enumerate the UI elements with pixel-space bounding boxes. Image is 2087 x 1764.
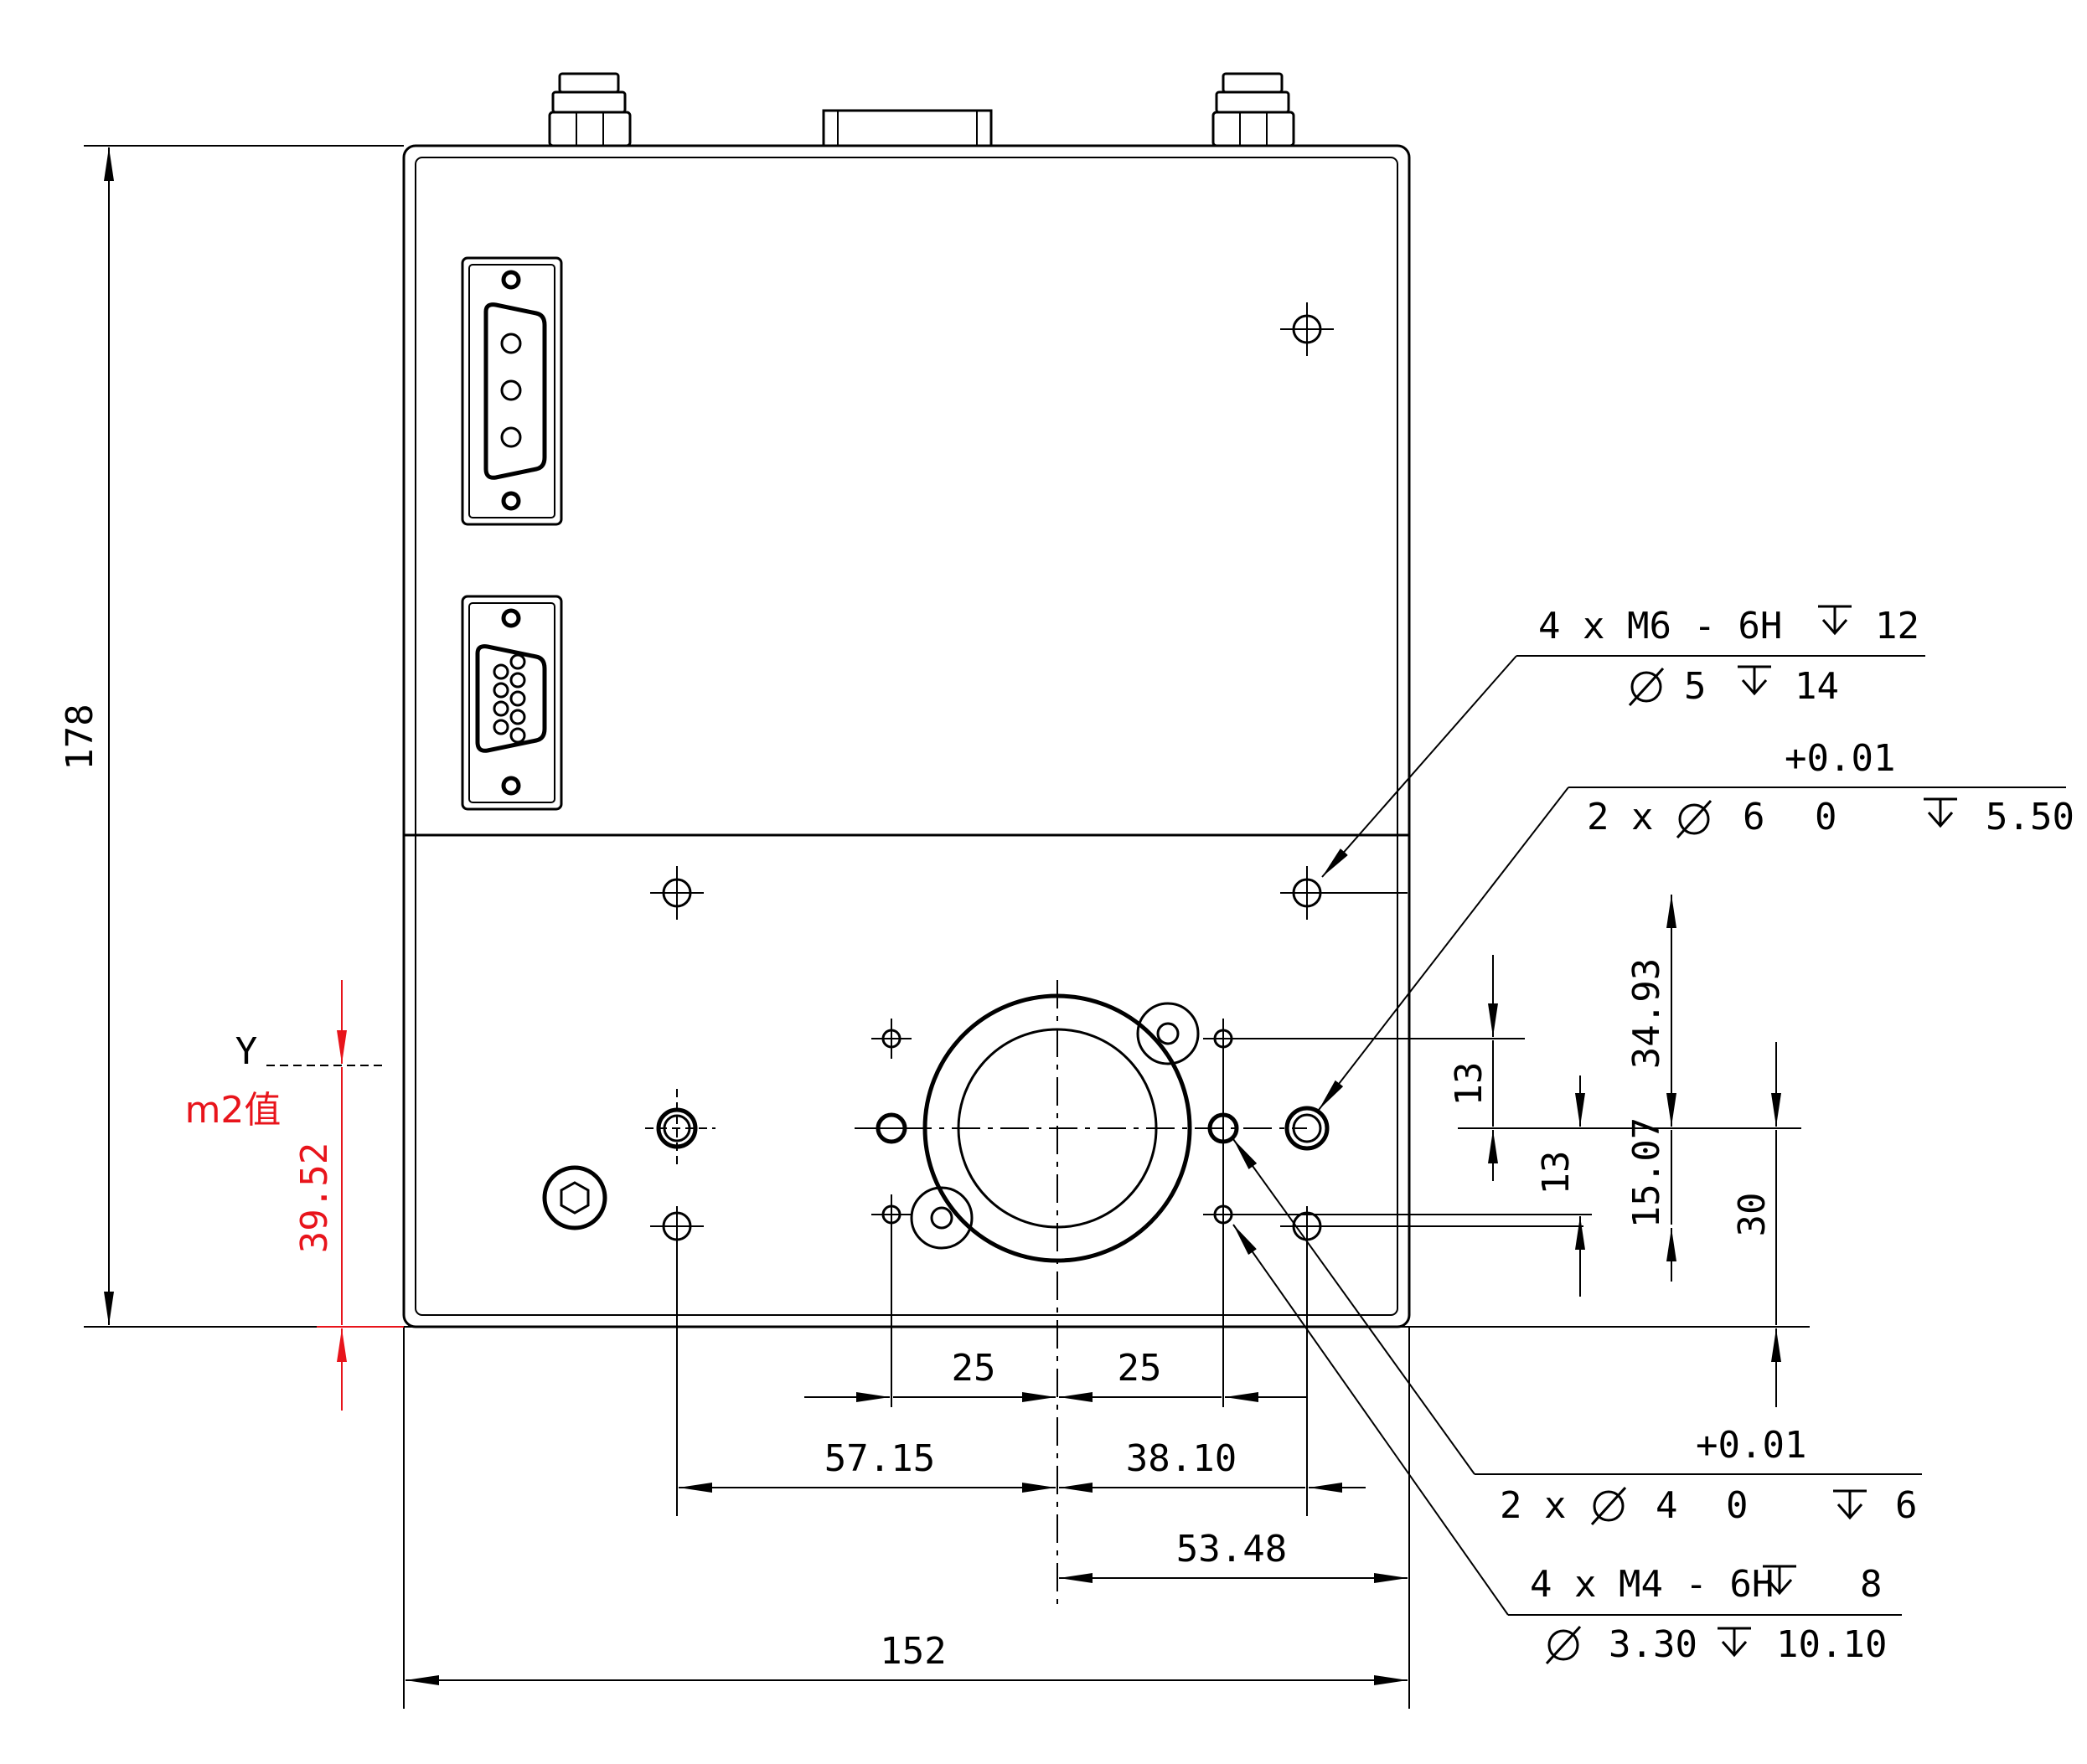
dim-label-13-upper: 13 — [1448, 1062, 1490, 1106]
dim-label-57-15: 57.15 — [824, 1437, 935, 1480]
dim-label-53-48: 53.48 — [1176, 1528, 1287, 1571]
dim-53-48: 53.48 — [1059, 1528, 1408, 1583]
diameter-symbol — [1628, 667, 1665, 707]
callout-d4-tolerance: +0.01 — [1696, 1424, 1806, 1467]
callout-m4-depth1: 8 — [1860, 1563, 1883, 1606]
dim-label-13-lower: 13 — [1535, 1151, 1578, 1195]
diameter-symbol — [1545, 1625, 1582, 1665]
callout-d4-tol-low: 0 — [1726, 1484, 1749, 1527]
dim-30: 30 — [1731, 1042, 1781, 1407]
top-connector — [822, 109, 993, 147]
dim-13-upper: 13 — [1448, 955, 1498, 1181]
dim-label-25-right: 25 — [1118, 1347, 1162, 1390]
hole-mid-right — [1280, 866, 1408, 920]
dim-label-38-10: 38.10 — [1126, 1437, 1237, 1480]
callout-m6: 4 x M6 - 6H 12 5 14 — [1321, 605, 1925, 878]
dim-13-lower: 13 — [1223, 1075, 1592, 1297]
callout-d6-depth: 5.50 — [1986, 796, 2074, 838]
callout-d4-depth: 6 — [1895, 1484, 1918, 1527]
callout-d6-tolerance: +0.01 — [1785, 737, 1895, 780]
callout-d6-tol-low: 0 — [1815, 796, 1837, 838]
dim-y-39-52: Y m2值 39.52 — [185, 980, 404, 1411]
dim-label-30: 30 — [1731, 1193, 1774, 1237]
dim-width-152: 152 — [403, 1327, 1410, 1709]
dim-34-93: 34.93 — [1458, 895, 1801, 1129]
dim-label-34-93: 34.93 — [1625, 958, 1668, 1069]
db-connector-upper — [461, 256, 563, 526]
callout-m6-depth1: 12 — [1875, 605, 1919, 647]
hole-mid-left — [650, 866, 704, 920]
diameter-symbol — [1676, 799, 1712, 839]
dim-57-15-38-10: 57.15 38.10 — [679, 1437, 1366, 1493]
central-port — [855, 980, 1307, 1608]
hole-left-thick — [645, 1089, 715, 1168]
small-holes — [863, 1019, 1525, 1407]
dim-label-25-left: 25 — [952, 1347, 996, 1390]
hole-lower-right — [1280, 1206, 1583, 1516]
callout-m6-dia: 5 — [1684, 665, 1707, 708]
hole-lower-left — [650, 1206, 704, 1516]
db-connector-lower — [461, 595, 563, 811]
dim-label-39-52: 39.52 — [293, 1142, 336, 1253]
top-fitting-left — [548, 72, 632, 147]
callout-m4-line1: 4 x M4 - 6H — [1530, 1563, 1774, 1606]
callout-m4-dia: 3.30 — [1609, 1623, 1697, 1666]
top-fitting-right — [1211, 72, 1295, 147]
y-axis-label: Y — [235, 1030, 258, 1073]
dim-label-152: 152 — [880, 1630, 946, 1673]
diameter-symbol — [1590, 1486, 1627, 1526]
dim-label-15-07: 15.07 — [1625, 1117, 1668, 1228]
hex-plug — [542, 1165, 607, 1230]
callout-d4: +0.01 2 x 4 0 6 — [1232, 1138, 1922, 1527]
callout-d4-dia: 4 — [1656, 1484, 1678, 1527]
m2-value-label: m2值 — [185, 1089, 282, 1132]
dim-15-07: 15.07 — [1625, 1117, 1676, 1282]
callout-m6-line1: 4 x M6 - 6H — [1538, 605, 1782, 647]
callout-m4: 4 x M4 - 6H 8 3.30 10.10 — [1232, 1224, 1902, 1666]
dim-label-178: 178 — [59, 704, 101, 770]
callout-d4-count: 2 x — [1500, 1484, 1566, 1527]
callout-m4-depth2: 10.10 — [1776, 1623, 1887, 1666]
callout-d6-dia: 6 — [1743, 796, 1765, 838]
callout-d6: +0.01 2 x 6 0 5.50 — [1318, 737, 2074, 1111]
callout-d6-count: 2 x — [1587, 796, 1653, 838]
dim-25-25: 25 25 — [804, 1347, 1307, 1402]
hole-top-right — [1280, 302, 1334, 356]
callout-m6-depth2: 14 — [1795, 665, 1839, 708]
